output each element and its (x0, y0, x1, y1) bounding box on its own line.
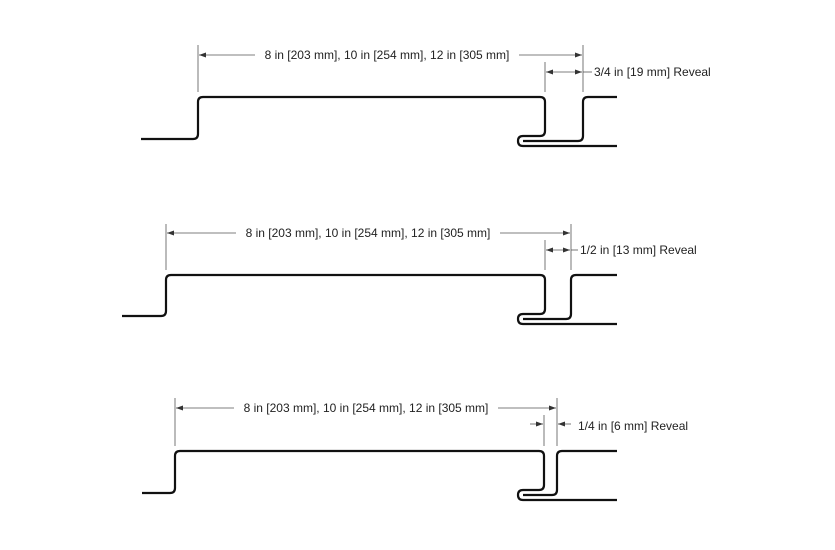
detail-reveal-1-4: 8 in [203 mm], 10 in [254 mm], 12 in [30… (142, 398, 688, 502)
width-dimension-label: 8 in [203 mm], 10 in [254 mm], 12 in [30… (244, 401, 489, 415)
panel-profile (141, 95, 547, 148)
width-dimension-label: 8 in [203 mm], 10 in [254 mm], 12 in [30… (265, 48, 510, 62)
adjacent-panel-lap (523, 273, 617, 321)
width-dimension-label: 8 in [203 mm], 10 in [254 mm], 12 in [30… (246, 226, 491, 240)
adjacent-panel-lap (523, 95, 617, 143)
panel-profile (142, 449, 546, 502)
adjacent-panel-lap (523, 449, 617, 497)
detail-reveal-3-4: 8 in [203 mm], 10 in [254 mm], 12 in [30… (141, 45, 711, 148)
panel-profile (122, 273, 547, 326)
reveal-dimension-label: 1/2 in [13 mm] Reveal (580, 243, 697, 257)
reveal-dimension-label: 1/4 in [6 mm] Reveal (578, 419, 688, 433)
detail-reveal-1-2: 8 in [203 mm], 10 in [254 mm], 12 in [30… (122, 224, 697, 326)
reveal-dimension-label: 3/4 in [19 mm] Reveal (594, 65, 711, 79)
